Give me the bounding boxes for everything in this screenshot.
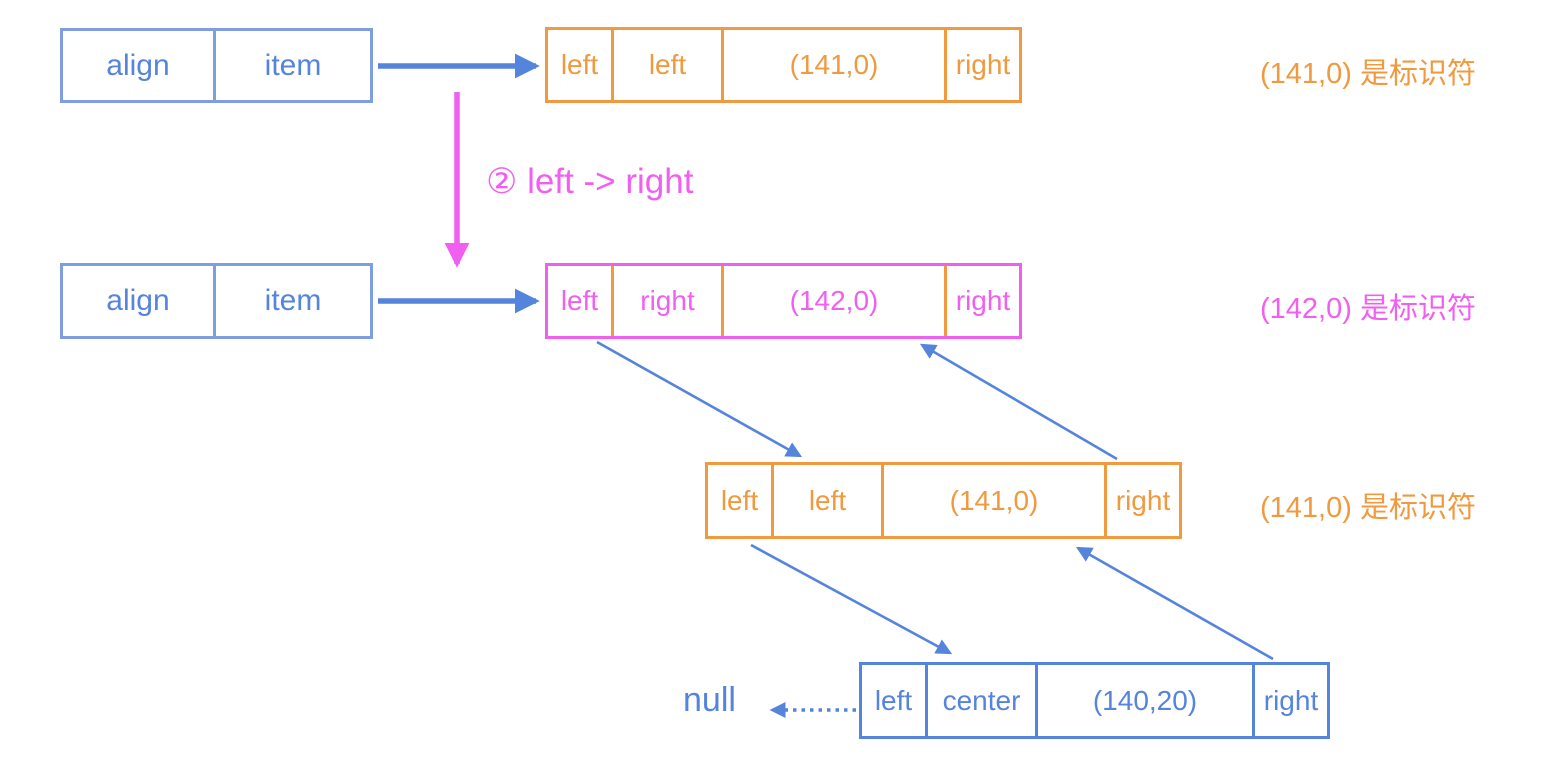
pointer-cell-item: item [264, 48, 322, 82]
node3-cell-left-ptr: left [720, 484, 759, 516]
node2-cell-tag: right [611, 266, 721, 336]
node4-cell-identifier: (140,20) [1035, 665, 1252, 736]
node-142-row2: left right (142,0) right [545, 263, 1022, 339]
node1-cell-right-ptr: right [944, 30, 1019, 100]
node1-cell-identifier: (141,0) [721, 30, 944, 100]
identifier-note-2: (142,0) 是标识符 [1260, 293, 1476, 325]
identifier-note-1: (141,0) 是标识符 [1260, 58, 1476, 90]
node-140-20-row4: left center (140,20) right [859, 662, 1330, 739]
null-label: null [683, 681, 736, 719]
pointer-cell-align: align [63, 266, 216, 336]
identifier-note-3: (141,0) 是标识符 [1260, 492, 1476, 524]
node4-cell-left-ptr: left [874, 684, 913, 716]
step-label: ② left -> right [486, 162, 694, 201]
node3-cell-right-ptr: right [1104, 465, 1179, 536]
parent-arrow-node4-to-node3 [1075, 546, 1274, 661]
node2-cell-right-ptr: right [944, 266, 1019, 336]
node1-cell-left-ptr: left [560, 49, 599, 80]
node4-cell-tag: center [925, 665, 1035, 736]
pointer-box-2: align item [60, 263, 373, 339]
node-141-row3: left left (141,0) right [705, 462, 1182, 539]
node4-cell-right-ptr: right [1252, 665, 1327, 736]
node3-cell-identifier: (141,0) [881, 465, 1104, 536]
left-child-arrow-node2-to-node3 [596, 340, 803, 458]
left-child-arrow-node3-to-node4 [750, 543, 953, 655]
pointer-cell-align: align [63, 31, 216, 100]
node3-cell-tag: left [771, 465, 881, 536]
node-141-row1: left left (141,0) right [545, 27, 1022, 103]
pointer-box-1: align item [60, 28, 373, 103]
pointer-cell-item: item [264, 284, 322, 317]
node1-cell-tag: left [611, 30, 721, 100]
parent-arrow-node3-to-node2 [919, 343, 1118, 461]
node2-cell-identifier: (142,0) [721, 266, 944, 336]
node2-cell-left-ptr: left [560, 285, 599, 316]
